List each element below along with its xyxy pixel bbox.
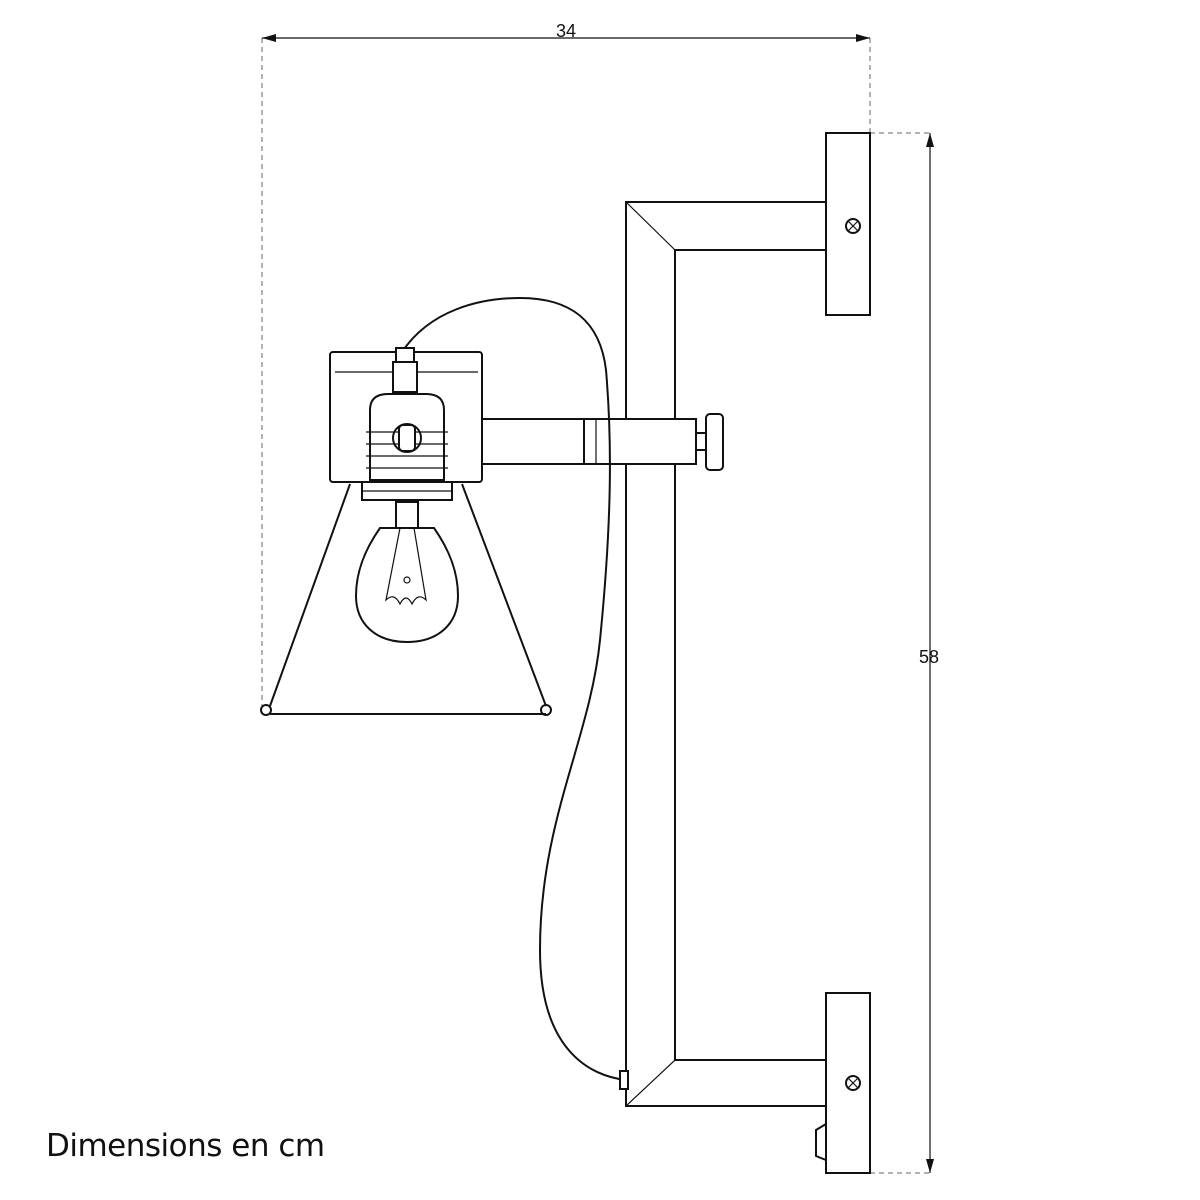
horizontal-arm — [479, 413, 724, 471]
width-dimension: 34 — [261, 21, 871, 712]
wall-arm-frame — [625, 201, 827, 1107]
height-dimension: 58 — [870, 132, 939, 1174]
units-caption: Dimensions en cm — [46, 1128, 325, 1164]
width-dimension-label: 34 — [556, 21, 576, 41]
power-cable — [401, 296, 627, 1081]
light-bulb — [354, 501, 460, 644]
bottom-wall-plate — [815, 992, 871, 1174]
bulb-socket — [361, 393, 453, 501]
top-wall-plate — [825, 132, 871, 316]
wire-shade — [260, 483, 552, 716]
height-dimension-label: 58 — [919, 647, 939, 667]
